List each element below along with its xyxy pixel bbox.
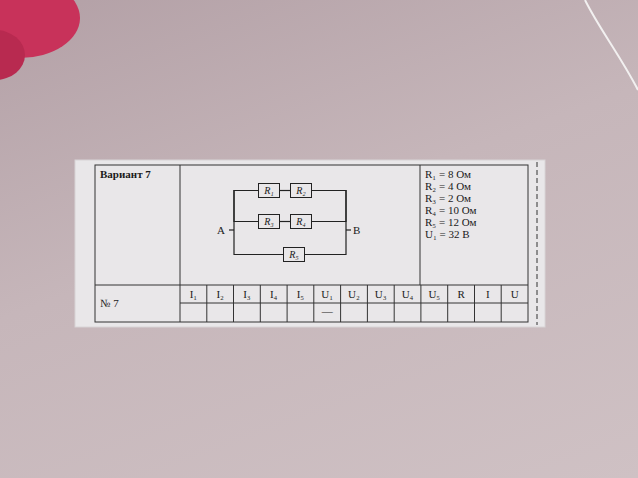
given-value: R₁ = 8 Ом [425, 168, 525, 180]
table-grid [95, 165, 528, 322]
table-line [180, 165, 181, 322]
table-line [287, 285, 288, 322]
resistor-label: R₃ [264, 216, 274, 227]
wire [280, 221, 290, 222]
table-line [340, 285, 341, 322]
table-line [447, 285, 448, 322]
resistor-symbol: R₅ [283, 247, 305, 262]
variant-title: Вариант 7 [100, 168, 178, 180]
wire [234, 191, 258, 222]
wire [280, 190, 290, 191]
table-header: U [501, 288, 528, 300]
table-line [180, 303, 528, 304]
table-header: I₂ [207, 288, 234, 300]
terminal-wire [346, 229, 351, 230]
pink-cloth [0, 30, 25, 80]
terminal-wire [229, 229, 234, 230]
table-line [420, 285, 421, 322]
table-header: I₁ [180, 288, 207, 300]
cut-line [537, 162, 538, 325]
table-line [367, 285, 368, 322]
given-value: R₂ = 4 Ом [425, 180, 525, 192]
resistor-symbol: R₂ [290, 183, 312, 198]
terminal-label: B [353, 224, 365, 236]
table-line [474, 285, 475, 322]
table-header: I [474, 288, 501, 300]
table-header: R [448, 288, 475, 300]
table-line [233, 285, 234, 322]
resistor-symbol: R₁ [258, 183, 280, 198]
resistor-symbol: R₄ [290, 214, 312, 229]
table-header: U₁ [314, 288, 341, 300]
given-value: R₄ = 10 Ом [425, 204, 525, 216]
table-header: U₄ [394, 288, 421, 300]
table-border [95, 165, 528, 322]
table-cell: — [314, 305, 341, 317]
table-line [420, 165, 421, 285]
resistor-symbol: R₃ [258, 214, 280, 229]
table-line [394, 285, 395, 322]
table-header: U₂ [341, 288, 368, 300]
given-value: R₃ = 2 Ом [425, 192, 525, 204]
resistor-label: R₁ [264, 185, 274, 196]
table-line [206, 285, 207, 322]
table-line [313, 285, 314, 322]
table-header: I₄ [260, 288, 287, 300]
terminal-label: A [217, 224, 228, 236]
task-number: № 7 [100, 297, 140, 309]
table-header: U₃ [367, 288, 394, 300]
wire [234, 191, 283, 255]
resistor-label: R₅ [289, 249, 299, 260]
table-line [260, 285, 261, 322]
table-header: I₅ [287, 288, 314, 300]
table-header: U₅ [421, 288, 448, 300]
resistor-label: R₄ [296, 216, 306, 227]
given-value: U₁ = 32 В [425, 228, 525, 240]
terminal-wires [229, 229, 351, 230]
wire [312, 191, 346, 222]
table-header: I₃ [234, 288, 261, 300]
resistor-label: R₂ [296, 185, 306, 196]
table-line [95, 285, 528, 286]
paper-strip [75, 160, 545, 327]
table-line [501, 285, 502, 322]
cable [585, 0, 638, 90]
given-value: R₅ = 12 Ом [425, 216, 525, 228]
